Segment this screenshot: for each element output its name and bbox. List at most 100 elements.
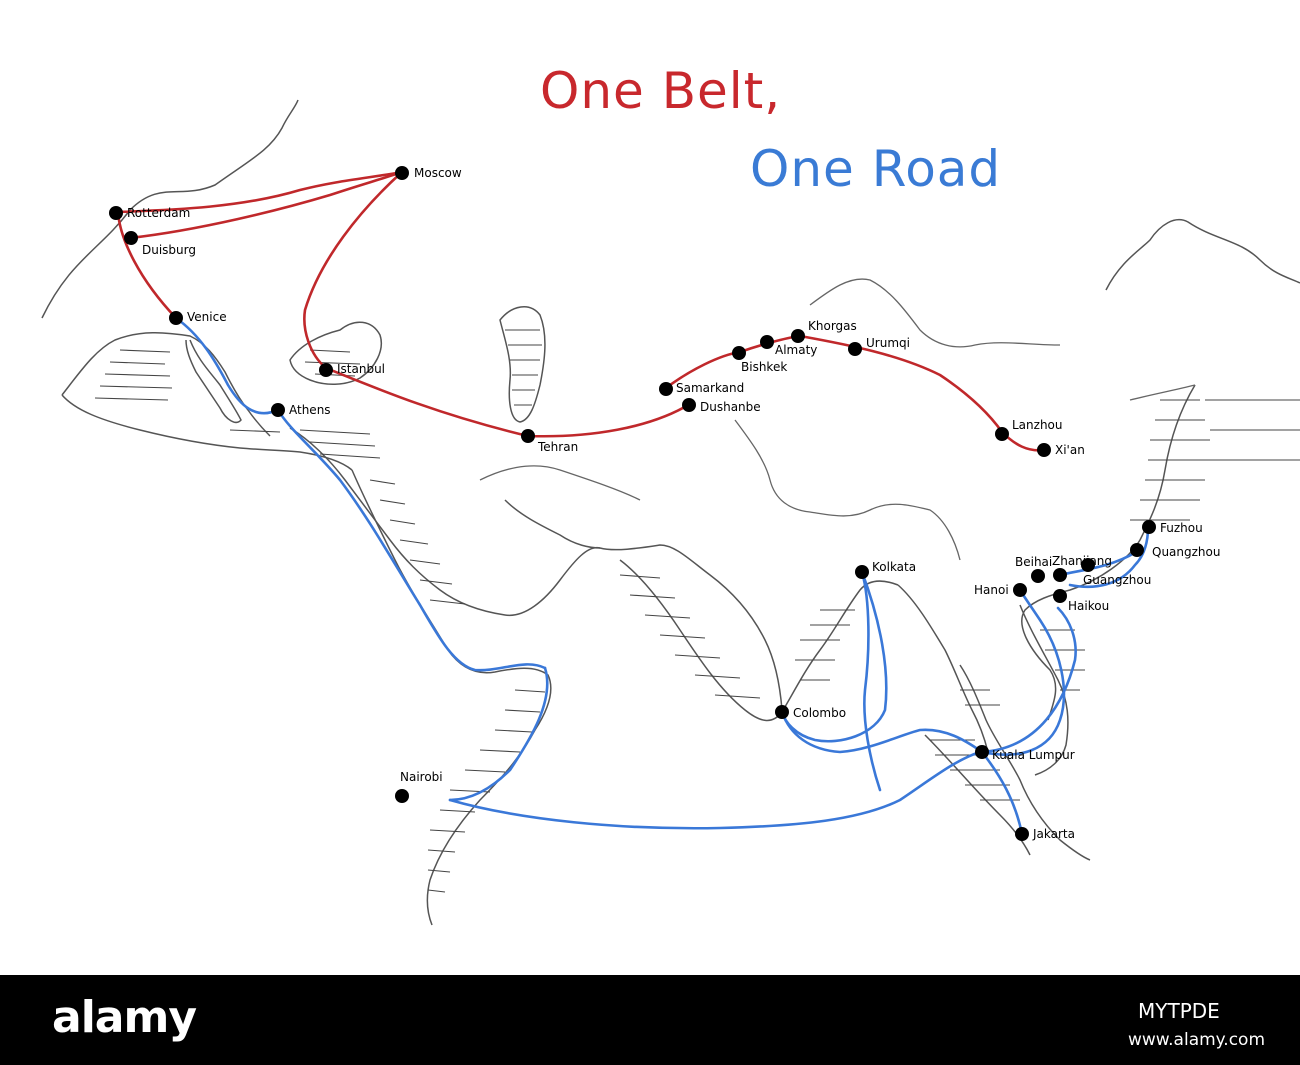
city-label: Duisburg [142, 243, 196, 257]
city-label: Istanbul [337, 362, 385, 376]
city-marker [682, 398, 696, 412]
city-marker [124, 231, 138, 245]
city-marker [521, 429, 535, 443]
city-venice: Venice [169, 310, 227, 325]
iran-border [479, 465, 641, 501]
city-label: Athens [289, 403, 331, 417]
india-west-coast [619, 559, 783, 722]
scandinavia-coast [41, 99, 299, 319]
city-almaty: Almaty [760, 335, 817, 357]
map-drawing: MoscowRotterdamDuisburgVeniceIstanbulAth… [41, 99, 1300, 926]
road-kl-jakarta [980, 750, 1024, 836]
mediterranean-north-coast [61, 331, 271, 437]
image-url: www.alamy.com [1128, 1030, 1266, 1050]
coastlines [41, 99, 1300, 926]
city-label: Venice [187, 310, 227, 324]
city-marker [1013, 583, 1027, 597]
city-label: Rotterdam [127, 206, 190, 220]
north-russia-coast [1105, 219, 1300, 291]
city-marker [1142, 520, 1156, 534]
city-label: Fuzhou [1160, 521, 1203, 535]
city-label: Kuala Lumpur [992, 748, 1075, 762]
city-label: Zhanjiang [1052, 554, 1112, 568]
city-label: Tehran [537, 440, 578, 454]
city-label: Kolkata [872, 560, 916, 574]
city-urumqi: Urumqi [848, 336, 910, 356]
caspian-sea [499, 306, 546, 423]
city-marker [791, 329, 805, 343]
arabia-coast [289, 427, 783, 711]
city-colombo: Colombo [775, 705, 846, 720]
city-marker [1053, 568, 1067, 582]
city-duisburg: Duisburg [124, 231, 196, 257]
city-label: Lanzhou [1012, 418, 1063, 432]
city-label: Hanoi [974, 583, 1009, 597]
city-beihai: Beihai [1015, 555, 1052, 583]
title-line-2: One Road [750, 140, 1002, 198]
image-code: MYTPDE [1138, 999, 1220, 1023]
road-kolkata-colombo [780, 570, 888, 743]
city-marker [855, 565, 869, 579]
city-marker [319, 363, 333, 377]
city-label: Haikou [1068, 599, 1109, 613]
road-athens-redsea [276, 408, 547, 672]
bay-bengal-coast [897, 584, 989, 753]
city-label: Xi'an [1055, 443, 1085, 457]
city-marker [1130, 543, 1144, 557]
city-label: Quangzhou [1152, 545, 1220, 559]
city-label: Almaty [775, 343, 817, 357]
road-kl-haikou [980, 606, 1077, 754]
belt-duisburg-moscow [128, 170, 404, 240]
city-istanbul: Istanbul [319, 362, 385, 377]
footer-bar [0, 975, 1300, 1065]
road-colombo-arc [780, 710, 984, 754]
city-lanzhou: Lanzhou [995, 418, 1063, 441]
city-marker [848, 342, 862, 356]
red-sea-africa-coast [351, 469, 552, 926]
city-marker [1015, 827, 1029, 841]
city-fuzhou: Fuzhou [1142, 520, 1203, 535]
road-africa-to-malacca [448, 750, 982, 830]
belt-rotterdam-venice [116, 210, 178, 320]
city-label: Khorgas [808, 319, 857, 333]
cities-layer: MoscowRotterdamDuisburgVeniceIstanbulAth… [109, 166, 1220, 841]
city-khorgas: Khorgas [791, 319, 857, 343]
city-marker-extra [1082, 559, 1094, 571]
city-moscow: Moscow [395, 166, 462, 180]
seas-and-borders [289, 278, 1196, 561]
city-label: Dushanbe [700, 400, 761, 414]
city-dushanbe: Dushanbe [682, 398, 761, 414]
road-africa-coast [448, 666, 549, 802]
city-hanoi: Hanoi [974, 583, 1027, 597]
belt-khorgas-lanzhou [798, 334, 1004, 434]
alamy-logo: alamy [52, 992, 197, 1043]
city-marker [760, 335, 774, 349]
city-label: Bishkek [741, 360, 787, 374]
city-label: Beihai [1015, 555, 1052, 569]
city-marker [659, 382, 673, 396]
city-marker [775, 705, 789, 719]
africa-north-coast [61, 394, 353, 471]
central-asia-border [734, 419, 961, 561]
hatching [94, 329, 1300, 893]
black-sea [289, 321, 382, 385]
city-marker [271, 403, 285, 417]
city-label: Samarkand [676, 381, 744, 395]
city-marker [395, 789, 409, 803]
city-label: Nairobi [400, 770, 443, 784]
city-label: Moscow [414, 166, 462, 180]
persian-gulf-coast [504, 499, 601, 549]
city-label: Urumqi [866, 336, 910, 350]
city-athens: Athens [271, 403, 331, 417]
city-marker [1031, 569, 1045, 583]
city-zhanjiang: Zhanjiang [1052, 554, 1112, 582]
city-samarkand: Samarkand [659, 381, 744, 396]
indochina-coast [1019, 604, 1069, 776]
city-marker [169, 311, 183, 325]
road-kolkata-malacca [860, 570, 882, 792]
road-kl-hanoi [980, 588, 1066, 756]
belt-rotterdam-moscow [116, 170, 404, 214]
city-marker [995, 427, 1009, 441]
road-guangzhou-fuzhou [1068, 526, 1150, 589]
